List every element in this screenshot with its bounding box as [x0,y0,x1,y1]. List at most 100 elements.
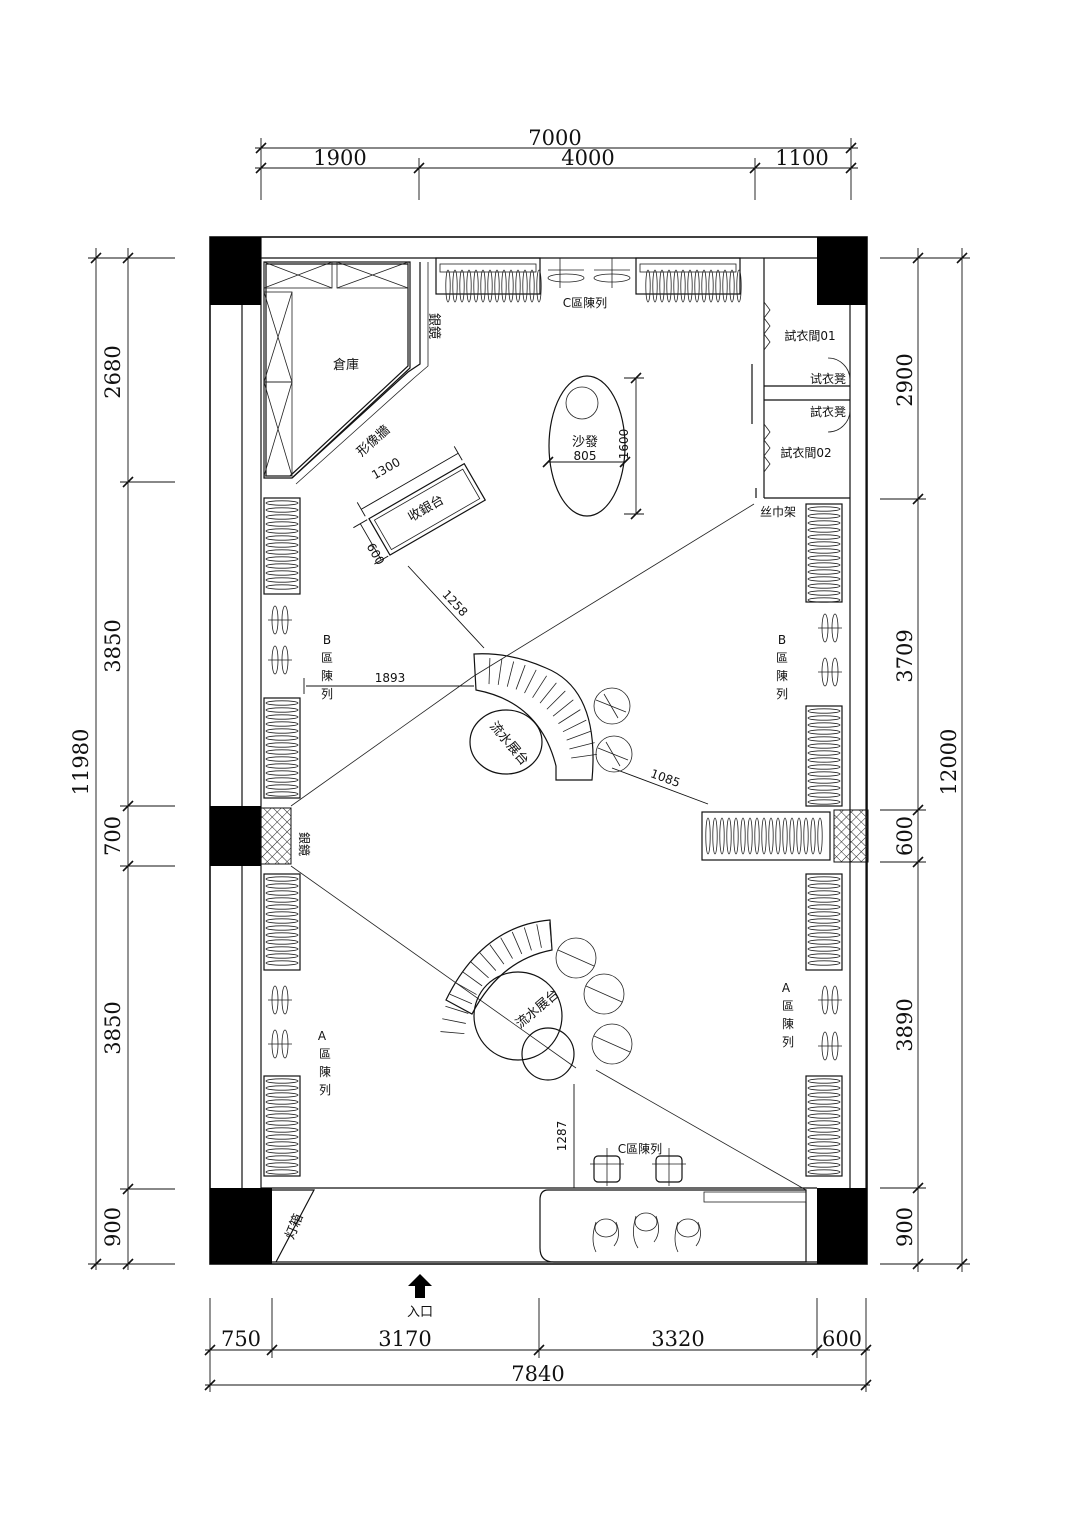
slat-mark [506,661,515,687]
hanger-mark [807,708,841,714]
slat-mark [489,944,505,965]
hanger-mark [807,1141,841,1147]
hanger-mark [807,736,841,742]
slat-mark [552,699,574,717]
hanger-mark [265,507,299,513]
hanger-mark [807,506,841,512]
walls [209,236,868,1265]
hanger-mark [673,269,679,303]
hanger-mark [740,817,746,855]
dim-left-total: 11980 [69,729,93,796]
hanger-mark [265,925,299,931]
slat-mark [536,924,542,948]
hanger-mark [719,817,725,855]
hanger-mark [722,269,728,303]
right-dimension-lines [880,248,970,1272]
hanger-mark [807,743,841,749]
slat-mark [479,952,497,971]
bottom-dimension-lines [204,1298,872,1392]
b-zone-left-label-3: 陳 [321,669,333,683]
hanger-mark [265,784,299,790]
dim-left-part-4: 3850 [101,1001,125,1054]
slat-mark [440,1031,465,1035]
hanger-mark [807,939,841,945]
hanger-mark [807,785,841,791]
hanger-mark [265,700,299,706]
column-top-right [817,237,867,305]
entrance-label: 入口 [407,1305,433,1320]
hanger-mark [807,576,841,582]
hanger-mark [265,500,299,506]
hanger-mark [807,569,841,575]
slat-mark [449,993,473,1005]
hanger-mark [747,817,753,855]
hanger-mark [807,1113,841,1119]
slat-mark [511,931,523,955]
hanger-mark [807,1148,841,1154]
hanger-mark [265,542,299,548]
dim-left-part-1: 2680 [101,345,125,398]
hanger-mark [265,714,299,720]
hanger-mark [265,749,299,755]
hanger-mark [445,269,451,303]
hanger-mark [265,563,299,569]
hanger-mark [807,890,841,896]
hanger-mark [807,1162,841,1168]
hanger-mark [789,817,795,855]
hanger-mark [807,799,841,805]
hanger-mark [705,817,711,855]
hanger-mark [754,817,760,855]
fitting-room-02-label: 試衣間02 [780,445,831,460]
hanger-mark [807,1120,841,1126]
hanger-mark [645,269,651,303]
hanger-mark [807,1078,841,1084]
hanger-mark [265,584,299,590]
hanger-mark [712,817,718,855]
slat-mark [515,664,526,690]
hanger-mark [803,817,809,855]
structural-columns [210,237,867,1264]
hatched-pillar-right [833,809,869,863]
hanger-mark [807,715,841,721]
b-zone-left-label-1: B [323,633,331,647]
hatched-pillar-left [260,807,292,865]
lightbox-label: 灯箱 [282,1211,307,1241]
hanger-mark [761,817,767,855]
dim-left-part-2: 3850 [101,619,125,672]
fitting-rooms [751,258,851,499]
c-zone-top-racks [435,257,742,303]
dim-right-part-3: 600 [893,816,917,856]
dim-cashier-length: 1300 [369,455,402,482]
hanger-mark [265,577,299,583]
top-dimension-lines [255,138,858,200]
dim-top-part-1: 1900 [313,146,366,170]
hanger-mark [807,590,841,596]
hanger-mark [680,269,686,303]
dim-right-total: 12000 [937,729,961,796]
hanger-mark [715,269,721,303]
hanger-mark [807,764,841,770]
hanger-mark [807,1099,841,1105]
slat-mark [562,719,587,733]
hanger-mark [536,269,542,303]
hanger-mark [466,269,472,303]
hanger-mark [265,1092,299,1098]
a-zone-left-label-3: 陳 [319,1065,331,1079]
slat-mark [546,690,566,710]
dim-bottom-total: 7840 [511,1362,564,1386]
b-zone-right-label-4: 列 [776,687,788,701]
hanger-mark [701,269,707,303]
hanger-mark [807,562,841,568]
slat-mark [569,742,595,750]
fitting-stool-1-label: 试衣凳 [810,371,846,386]
a-zone-right-label-4: 列 [782,1035,794,1049]
column-top-left [210,237,261,305]
column-mid-left [210,806,261,866]
hanger-mark [807,1106,841,1112]
hanger-mark [265,1085,299,1091]
hanger-mark [807,520,841,526]
c-zone-bottom [590,1148,686,1186]
hanger-mark [694,269,700,303]
hanger-mark [265,707,299,713]
hanger-mark [768,817,774,855]
